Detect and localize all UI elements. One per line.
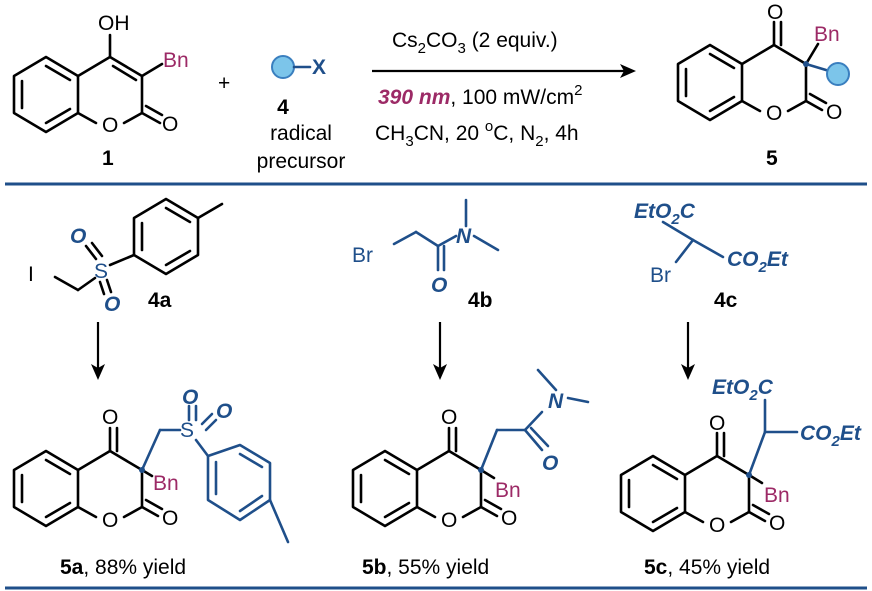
conditions-line-3: CH3CN, 20 oC, N2, 4h — [375, 118, 579, 150]
precursor-4a-structure — [53, 197, 224, 296]
product-5-label: 5 — [766, 147, 778, 170]
product-5-structure — [676, 20, 850, 122]
svg-text:CH3CN, 20 oC, N2, 4h: CH3CN, 20 oC, N2, 4h — [375, 118, 579, 150]
precursor-4c-structure — [661, 220, 725, 264]
product-5a-top-o: O — [102, 406, 118, 429]
product-5b-top-o: O — [441, 406, 457, 429]
conditions-line-2: 390 nm, 100 mW/cm2 — [378, 82, 582, 109]
radical-precursor-structure — [271, 55, 312, 79]
reactant-1-label: 1 — [102, 147, 114, 170]
radical-circle-icon — [271, 55, 295, 79]
product-5c-eto2c: EtO2C — [712, 376, 774, 404]
reactant-1-oh: OH — [98, 12, 130, 35]
precursor-4c-label: 4c — [714, 289, 738, 312]
down-arrows — [91, 322, 695, 380]
product-5-carbonyl-o: O — [826, 101, 842, 124]
product-5c-structure — [619, 398, 799, 533]
product-5b-n: N — [548, 390, 564, 413]
precursor-4b-o: O — [431, 274, 447, 297]
radical-precursor-x: X — [312, 56, 326, 79]
product-5b-caption: 5b, 55% yield — [362, 556, 489, 579]
product-5b-ring-o: O — [441, 509, 457, 532]
precursor-4b-label: 4b — [468, 289, 493, 312]
product-5a-carbonyl-o: O — [162, 507, 178, 530]
product-radical-circle-icon — [826, 62, 850, 86]
product-5a-bn: Bn — [153, 472, 179, 495]
precursor-4c-eto2c: EtO2C — [634, 200, 696, 228]
precursor-4c-br: Br — [650, 264, 671, 287]
product-5c-top-o: O — [709, 412, 725, 435]
product-5-ring-o: O — [766, 102, 782, 125]
reactant-1-bn: Bn — [163, 49, 189, 72]
precursor-4c-co2et: CO2Et — [727, 248, 789, 276]
precursor-4b-structure — [392, 198, 500, 272]
svg-text:Cs2CO3 (2 equiv.): Cs2CO3 (2 equiv.) — [392, 29, 558, 57]
precursor-4b-n: N — [456, 225, 472, 248]
product-5a-ring-o: O — [102, 509, 118, 532]
product-5c-carbonyl-o: O — [769, 512, 785, 535]
product-5a-structure — [12, 404, 290, 544]
product-5a-s: S — [180, 419, 194, 442]
product-5b-o: O — [542, 452, 558, 475]
product-5b-structure — [351, 368, 590, 528]
precursor-4a-i: I — [28, 263, 34, 286]
reactant-1-carbonyl-o: O — [162, 113, 178, 136]
product-5c-ring-o: O — [709, 514, 725, 537]
precursor-4a-o1: O — [70, 225, 86, 248]
product-5-bn: Bn — [814, 23, 840, 46]
radical-precursor-name-line2: precursor — [257, 150, 346, 173]
reaction-arrow-head — [620, 64, 636, 78]
product-5b-carbonyl-o: O — [501, 507, 517, 530]
product-5-top-o: O — [767, 1, 783, 24]
product-5c-bn: Bn — [764, 484, 790, 507]
radical-precursor-name-line1: radical — [270, 122, 332, 145]
product-5b-bn: Bn — [495, 479, 521, 502]
product-5a-caption: 5a, 88% yield — [60, 556, 186, 579]
svg-text:390 nm, 100 mW/cm2: 390 nm, 100 mW/cm2 — [378, 82, 582, 109]
precursor-4a-s: S — [94, 260, 108, 283]
precursor-4a-o2: O — [104, 293, 120, 316]
precursor-4b-br: Br — [352, 244, 373, 267]
product-5a-o2: O — [216, 400, 232, 423]
product-5c-caption: 5c, 45% yield — [644, 556, 770, 579]
radical-precursor-label: 4 — [277, 96, 289, 119]
reactant-1-structure — [12, 33, 164, 134]
precursor-4a-label: 4a — [148, 289, 172, 312]
reactant-1-ring-o: O — [102, 114, 118, 137]
product-5a-o1: O — [182, 386, 198, 409]
product-5c-co2et: CO2Et — [800, 422, 862, 450]
plus-sign: + — [218, 72, 230, 95]
conditions-line-1: Cs2CO3 (2 equiv.) — [392, 29, 558, 57]
